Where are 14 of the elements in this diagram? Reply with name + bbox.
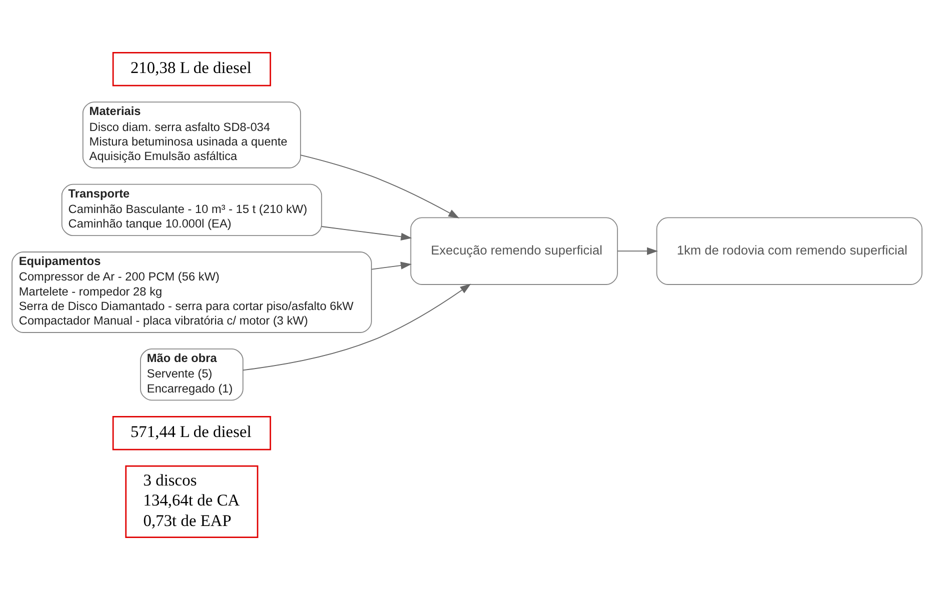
node-box: 1km de rodovia com remendo superficial — [656, 216, 922, 284]
node-box: Materiais Disco diam. serra asfalto SD8-034 Mistura betuminosa usinada a quente Aquisição Emulsão asfáltica — [82, 101, 302, 168]
arrow — [242, 283, 471, 370]
node-box: Execução remendo superficial — [410, 216, 618, 284]
node-box: 210,38 L de diesel — [112, 51, 272, 86]
arrow — [300, 154, 460, 218]
arrow — [617, 246, 658, 254]
arrow — [371, 261, 412, 270]
node-box: Mão de obra Servente (5) Encarregado (1) — [140, 348, 244, 400]
node-box: 3 discos 134,64t de CA 0,73t de EAP — [125, 464, 258, 538]
arrow — [321, 226, 412, 240]
node-box: Transporte Caminhão Basculante - 10 m³ - 15 t (210 kW) Caminhão tanque 10.000l (EA) — [61, 183, 322, 236]
node-box: Equipamentos Compressor de Ar - 200 PCM (56 kW) Martelete - rompedor 28 kg Serra de Disco Diamantado - serra para cortar piso/asfalto 6kW Compactador Manual - placa vibratória c/ motor (3 kW) — [12, 251, 372, 332]
node-box: 571,44 L de diesel — [112, 415, 272, 450]
